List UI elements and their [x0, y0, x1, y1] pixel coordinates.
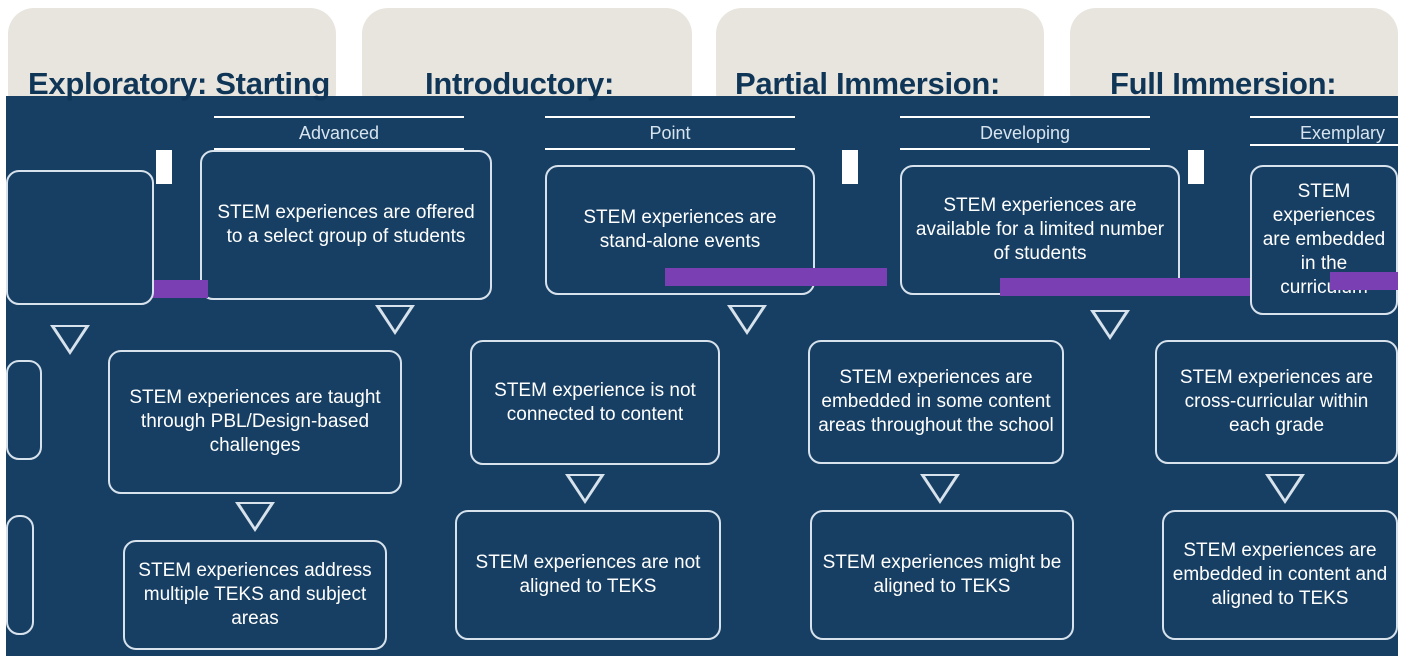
arrow-inner: [732, 307, 762, 330]
col4-box2: STEM experiences are cross-curricular wi…: [1155, 340, 1398, 464]
arrow-inner: [55, 327, 85, 350]
left-edge-box2: [6, 360, 42, 460]
level-tab-developing: Developing: [900, 116, 1150, 150]
col4-box3-text: STEM experiences are embedded in content…: [1172, 540, 1388, 609]
col4-box1: STEM experiences are embedded in the cur…: [1250, 165, 1398, 315]
header-title-partial: Partial Immersion:: [735, 66, 1001, 101]
col3-box3: STEM experiences might be aligned to TEK…: [810, 510, 1074, 640]
col3-box2: STEM experiences are embedded in some co…: [808, 340, 1064, 464]
col3-box3-text: STEM experiences might be aligned to TEK…: [822, 552, 1062, 597]
level-tab-point: Point: [545, 116, 795, 150]
arrow-inner: [925, 476, 955, 499]
connector-3: [1188, 150, 1204, 184]
col1-box2: STEM experiences are taught through PBL/…: [108, 350, 402, 494]
col2-box2: STEM experience is not connected to cont…: [470, 340, 720, 465]
col4-box1-text: STEM experiences are embedded in the cur…: [1262, 181, 1386, 298]
col1-box3: STEM experiences address multiple TEKS a…: [123, 540, 387, 650]
col3-box1: STEM experiences are available for a lim…: [900, 165, 1180, 295]
header-title-exploratory: Exploratory: Starting: [28, 66, 331, 101]
left-edge-box3: [6, 515, 34, 635]
col3-box2-text: STEM experiences are embedded in some co…: [818, 367, 1054, 436]
col3-highlight: [1000, 278, 1250, 296]
level-tab-exemplary: Exemplary: [1250, 116, 1398, 146]
col4-box2-text: STEM experiences are cross-curricular wi…: [1179, 367, 1374, 436]
connector-2: [842, 150, 858, 184]
arrow-inner: [1270, 476, 1300, 499]
col2-box1-text: STEM experiences are stand-alone events: [583, 207, 777, 252]
col2-box3: STEM experiences are not aligned to TEKS: [455, 510, 721, 640]
col1-box2-text: STEM experiences are taught through PBL/…: [129, 387, 381, 456]
arrow-inner: [240, 504, 270, 527]
col4-highlight: [1330, 272, 1398, 290]
col1-box1: STEM experiences are offered to a select…: [200, 150, 492, 300]
arrow-inner: [570, 476, 600, 499]
col3-box1-text: STEM experiences are available for a lim…: [915, 195, 1165, 264]
left-edge-box1: [6, 170, 154, 305]
level-tab-advanced: Advanced: [214, 116, 464, 150]
col1-box1-text: STEM experiences are offered to a select…: [217, 202, 475, 247]
col2-box2-text: STEM experience is not connected to cont…: [494, 379, 696, 425]
col2-box3-text: STEM experiences are not aligned to TEKS: [475, 552, 701, 597]
header-title-full: Full Immersion:: [1110, 66, 1337, 101]
arrow-inner: [380, 307, 410, 330]
arrow-inner: [1095, 312, 1125, 335]
col4-box3: STEM experiences are embedded in content…: [1162, 510, 1398, 640]
connector-1: [156, 150, 172, 184]
col2-highlight: [665, 268, 887, 286]
header-title-introductory: Introductory:: [425, 66, 614, 101]
col1-box3-text: STEM experiences address multiple TEKS a…: [138, 560, 372, 629]
